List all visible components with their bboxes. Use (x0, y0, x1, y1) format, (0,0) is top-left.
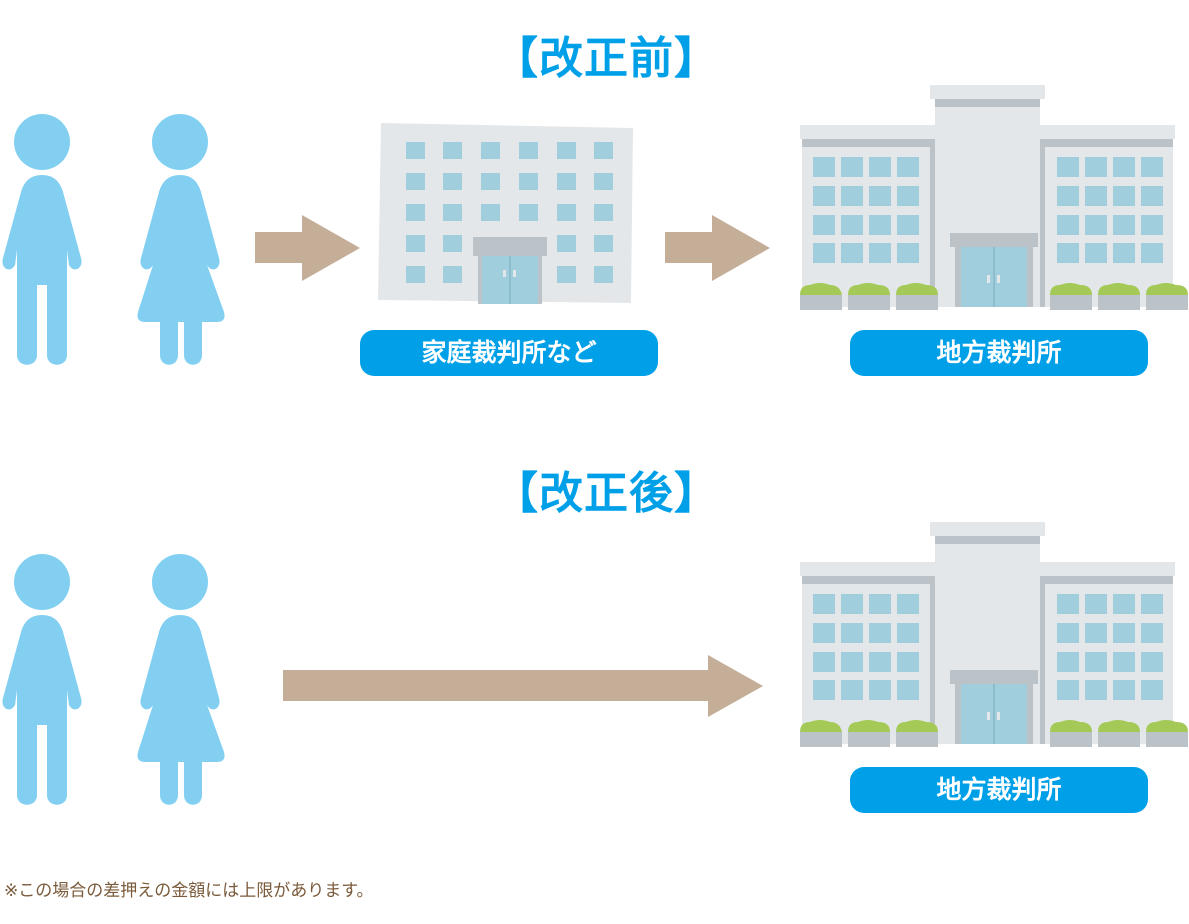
heading-before: 【改正前】 (494, 33, 719, 84)
arrow-icon (665, 215, 770, 281)
long-arrow-icon (283, 655, 763, 717)
man-icon (2, 554, 82, 805)
district-court-building-icon (800, 522, 1188, 747)
arrow-icon (255, 215, 360, 281)
heading-after: 【改正後】 (494, 468, 719, 519)
family-court-building-icon (378, 123, 633, 304)
label-district-court-after: 地方裁判所 (850, 767, 1148, 813)
footnote: ※この場合の差押えの金額には上限があります。 (4, 881, 374, 901)
man-icon (2, 114, 82, 365)
label-family-court: 家庭裁判所など (360, 330, 658, 376)
label-district-court-before: 地方裁判所 (850, 330, 1148, 376)
woman-icon (137, 114, 225, 365)
woman-icon (137, 554, 225, 805)
district-court-building-icon (800, 85, 1188, 310)
